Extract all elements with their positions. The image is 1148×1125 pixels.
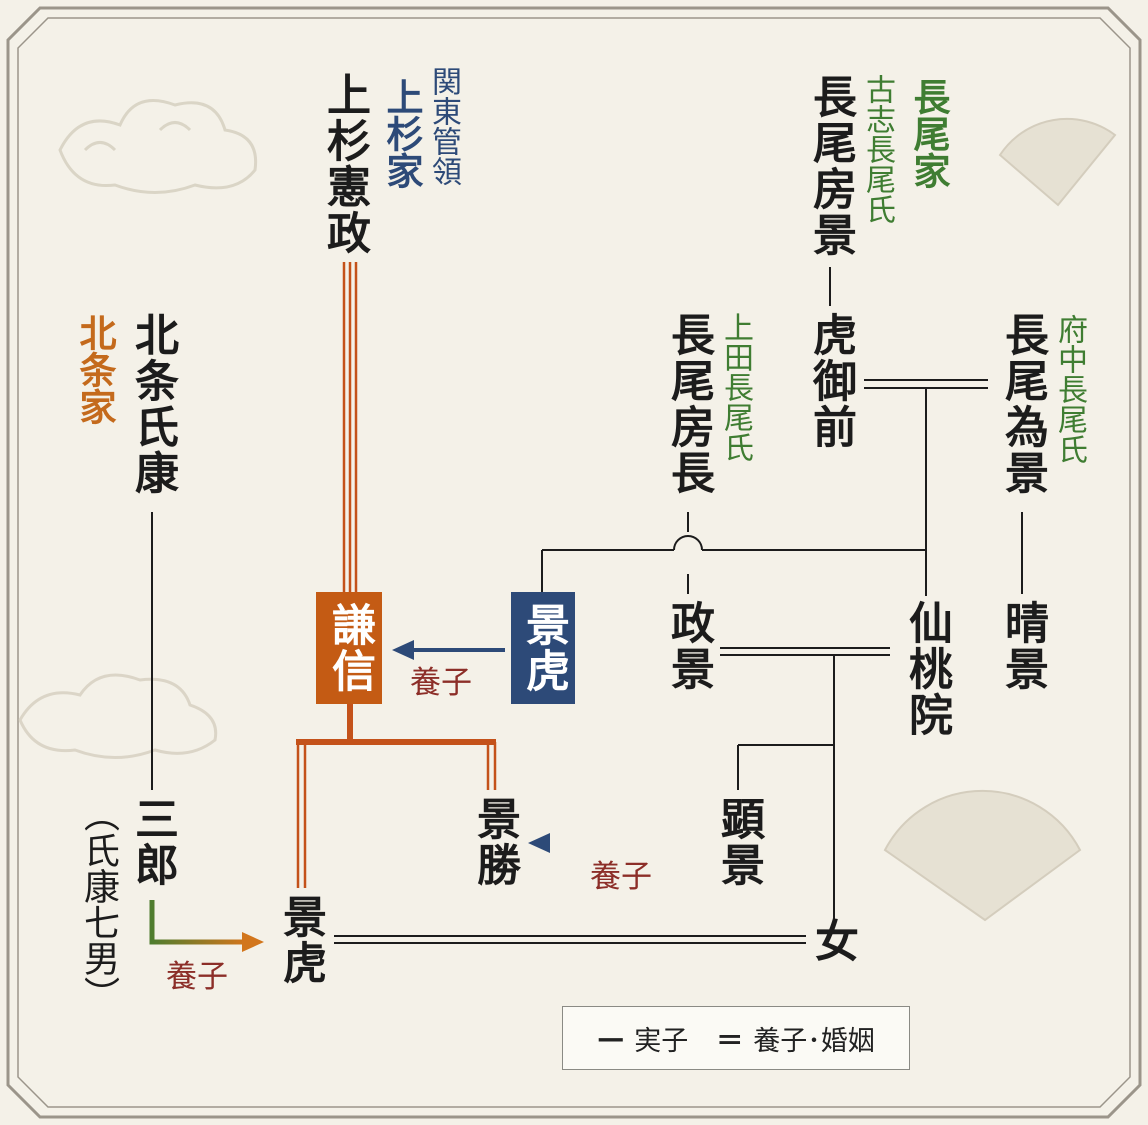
nagao-house-label: 長尾家: [907, 78, 951, 189]
legend: — 実子 ＝ 養子･婚姻: [562, 1006, 910, 1070]
saburo: 三郎: [127, 796, 178, 888]
kagetora-nagao-box: 景虎: [511, 592, 575, 704]
kagetora-hojo: 景虎: [275, 894, 326, 986]
toragozen: 虎御前: [805, 312, 856, 450]
legend-adopt-label: 養子･婚姻: [753, 1025, 875, 1057]
adoption-label-kenshin: 養子: [410, 665, 472, 701]
kenshin-box: 謙信: [316, 592, 382, 704]
cloud-ornament-icon: [18, 99, 258, 759]
sentoin: 仙桃院: [901, 600, 952, 738]
norimasa-kenshin-adoption-line: [342, 262, 358, 592]
legend-real-label: 実子: [634, 1025, 689, 1057]
hojo-house-label: 北条家: [73, 314, 117, 425]
adoption-label-kagekatsu: 養子: [590, 859, 652, 895]
ueda-nagao-label: 上田長尾氏: [718, 312, 753, 462]
nagao-tamekage: 長尾為景: [997, 312, 1048, 496]
nagao-fusanaga: 長尾房長: [663, 312, 714, 496]
kagetora-nagao: 景虎: [518, 602, 569, 694]
masakage: 政景: [663, 600, 714, 692]
uesugi-house-label: 上杉家: [380, 78, 424, 189]
fan-ornament-icon: [883, 117, 1117, 922]
nagao-fusakage: 長尾房景: [805, 74, 856, 258]
fuchu-nagao-label: 府中長尾氏: [1052, 314, 1087, 464]
kagekatsu: 景勝: [469, 796, 520, 888]
adoption-label-kagetora: 養子: [166, 959, 228, 995]
legend-adopt-symbol: ＝: [716, 1025, 744, 1057]
kenshin: 謙信: [324, 602, 375, 694]
saburo-note: （氏康七男）: [78, 796, 119, 1012]
toragozen-tamekage-marriage: [864, 379, 988, 596]
onna: 女: [807, 918, 858, 964]
tamekage-children-bar: [541, 535, 926, 592]
hojo-ujiyasu: 北条氏康: [127, 312, 178, 496]
uesugi-norimasa: 上杉憲政: [319, 72, 370, 256]
kenshin-children-lines: [296, 704, 497, 888]
decorative-frame: [6, 6, 1142, 1119]
saburo-to-kagetora-arrow: [149, 900, 264, 952]
masakage-sentoin-marriage: [720, 647, 890, 922]
harukage: 晴景: [997, 600, 1048, 692]
legend-real-symbol: —: [597, 1022, 625, 1054]
akikage-to-kagekatsu-arrow: [528, 833, 708, 853]
akikage: 顕景: [713, 796, 764, 888]
kagetora-to-kenshin-arrow: [392, 640, 505, 660]
kagetora-onna-marriage: [334, 935, 806, 944]
kanto-kanrei-label: 関東管領: [426, 66, 461, 186]
koshi-nagao-label: 古志長尾氏: [860, 74, 895, 224]
